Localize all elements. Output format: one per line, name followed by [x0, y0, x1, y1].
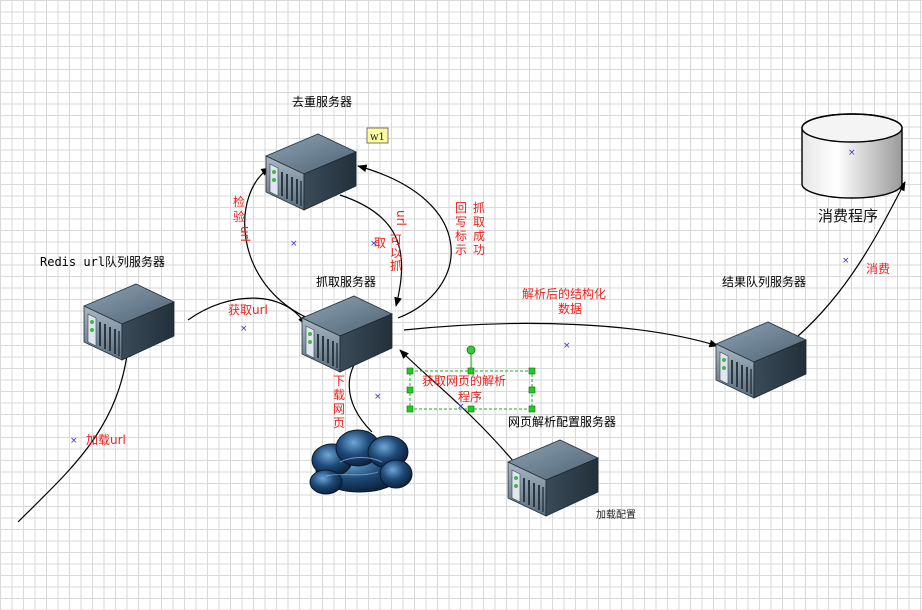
edge-get-parser[interactable]: [399, 349, 515, 463]
redis-server-icon[interactable]: [83, 283, 175, 361]
parse-config-server-icon[interactable]: [507, 439, 599, 517]
svg-text:×: ×: [457, 402, 465, 412]
consumer-label: 消费程序: [818, 207, 878, 225]
svg-text:×: ×: [70, 436, 78, 446]
internet-cloud-icon[interactable]: [309, 429, 413, 495]
page-badge-label: w1: [370, 132, 385, 143]
get-parser-label-1: 获取网页的解析: [422, 373, 506, 388]
edge-load-url[interactable]: [17, 347, 131, 523]
svg-text:×: ×: [290, 239, 298, 249]
consumer-database-icon[interactable]: [801, 113, 903, 199]
parse-config-server-label: 网页解析配置服务器: [508, 414, 616, 429]
svg-text:×: ×: [563, 341, 571, 351]
crawl-server-icon[interactable]: [301, 295, 393, 373]
download-page-label-4: 页: [333, 416, 345, 430]
download-page-label-2: 载: [333, 388, 345, 402]
url-ok-label-1: url: [394, 210, 408, 226]
edge-url-ok[interactable]: [339, 194, 403, 307]
svg-text:×: ×: [370, 239, 378, 249]
edge-consume[interactable]: [797, 181, 906, 337]
dedup-server-label: 去重服务器: [292, 94, 352, 109]
connection-markers: × × × × × × × × ×: [70, 148, 856, 446]
writeback-label-2: 写: [455, 215, 467, 229]
edge-get-url[interactable]: [187, 297, 307, 326]
svg-text:×: ×: [374, 392, 382, 402]
load-url-label: 加载url: [86, 433, 126, 447]
url-ok-label-3: 以: [390, 246, 402, 260]
parsed-data-label-2: 数据: [558, 301, 582, 316]
crawl-server-label: 抓取服务器: [316, 274, 376, 289]
page-badge[interactable]: w1: [366, 127, 389, 144]
writeback-label-4: 示: [455, 243, 467, 257]
get-parser-label-2: 程序: [458, 389, 482, 404]
get-url-label: 获取url: [228, 303, 268, 317]
download-page-label-3: 网: [333, 402, 345, 416]
check-url-label-2: 验: [233, 209, 245, 224]
url-ok-label-4: 抓: [390, 259, 402, 273]
writeback-label-3: 标: [455, 229, 467, 243]
check-url-label-1: 检: [233, 194, 245, 209]
success-label-1: 抓: [473, 201, 485, 215]
success-label-3: 成: [473, 229, 485, 243]
dedup-server-icon[interactable]: [265, 133, 357, 211]
url-ok-label-5: 取: [374, 236, 386, 250]
svg-text:×: ×: [842, 256, 850, 266]
load-config-label: 加载配置: [596, 509, 636, 521]
writeback-label-1: 回: [455, 201, 467, 215]
consume-label: 消费: [866, 262, 890, 276]
parsed-data-label-1: 解析后的结构化: [522, 286, 606, 301]
svg-text:×: ×: [848, 148, 856, 158]
url-ok-label-2: 可: [390, 233, 402, 247]
check-url-label-3: url: [238, 226, 252, 242]
redis-server-label: Redis url队列服务器: [40, 254, 165, 269]
selection-frame: [406, 345, 536, 413]
edge-check-url[interactable]: [244, 167, 313, 321]
success-label-4: 功: [473, 243, 485, 257]
download-page-label-1: 下: [333, 374, 345, 388]
svg-text:×: ×: [240, 324, 248, 334]
result-server-label: 结果队列服务器: [722, 274, 806, 289]
result-server-icon[interactable]: [715, 321, 807, 399]
success-label-2: 取: [473, 215, 485, 229]
edge-writeback[interactable]: [357, 164, 452, 319]
edge-parsed-data[interactable]: [403, 322, 719, 348]
